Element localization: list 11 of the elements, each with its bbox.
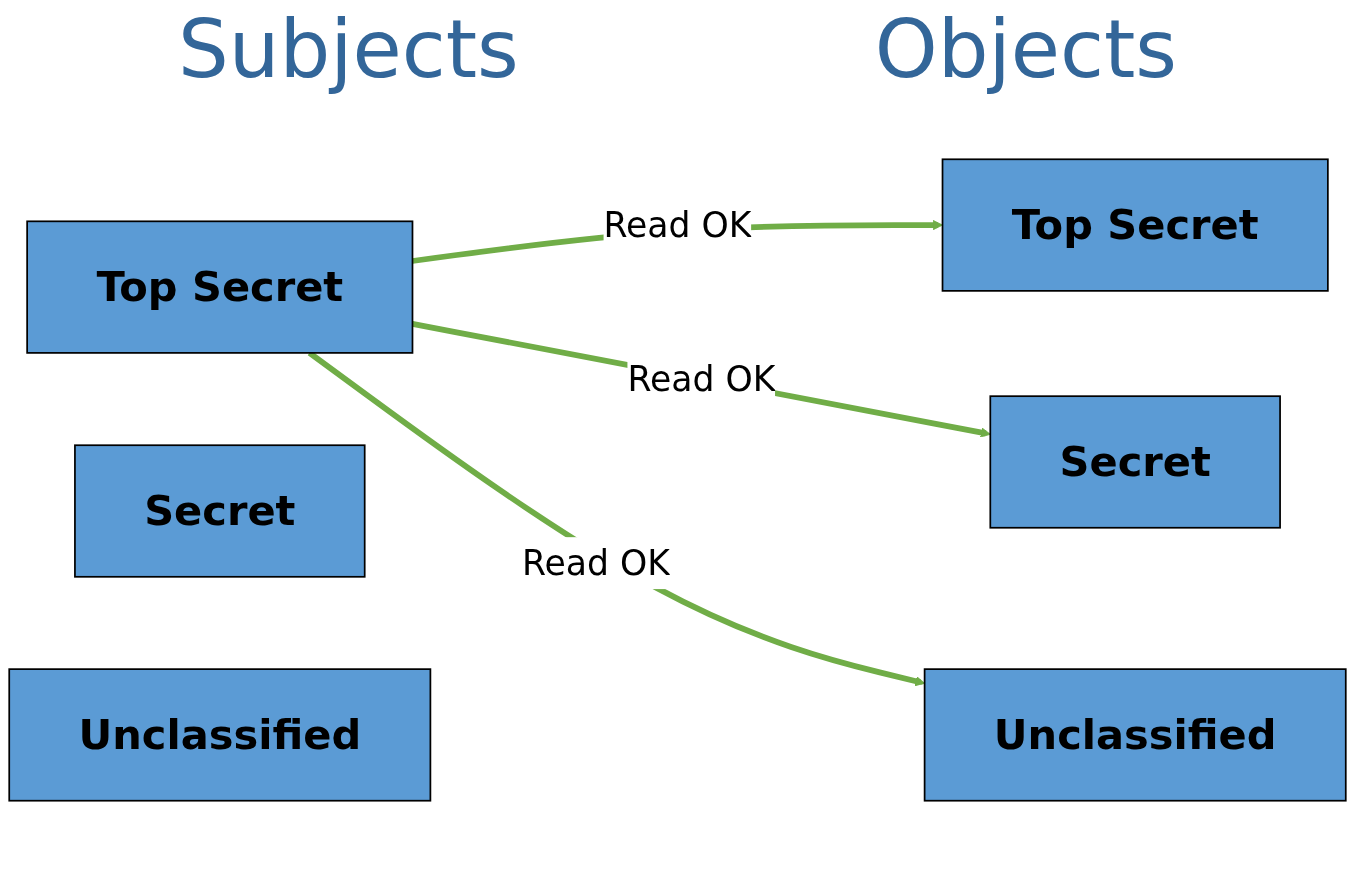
node-box: Secret [989, 395, 1281, 529]
node-box: Top Secret [26, 220, 414, 354]
edge-label: Read OK [603, 204, 752, 246]
node-box: Unclassified [8, 668, 432, 802]
column-heading: Objects [874, 2, 1177, 98]
node-box: Unclassified [923, 668, 1347, 802]
edge-label: Read OK [522, 542, 671, 584]
node-box: Top Secret [941, 158, 1329, 292]
node-box: Secret [74, 444, 366, 578]
edge-label: Read OK [627, 358, 776, 400]
column-heading: Subjects [178, 2, 519, 98]
